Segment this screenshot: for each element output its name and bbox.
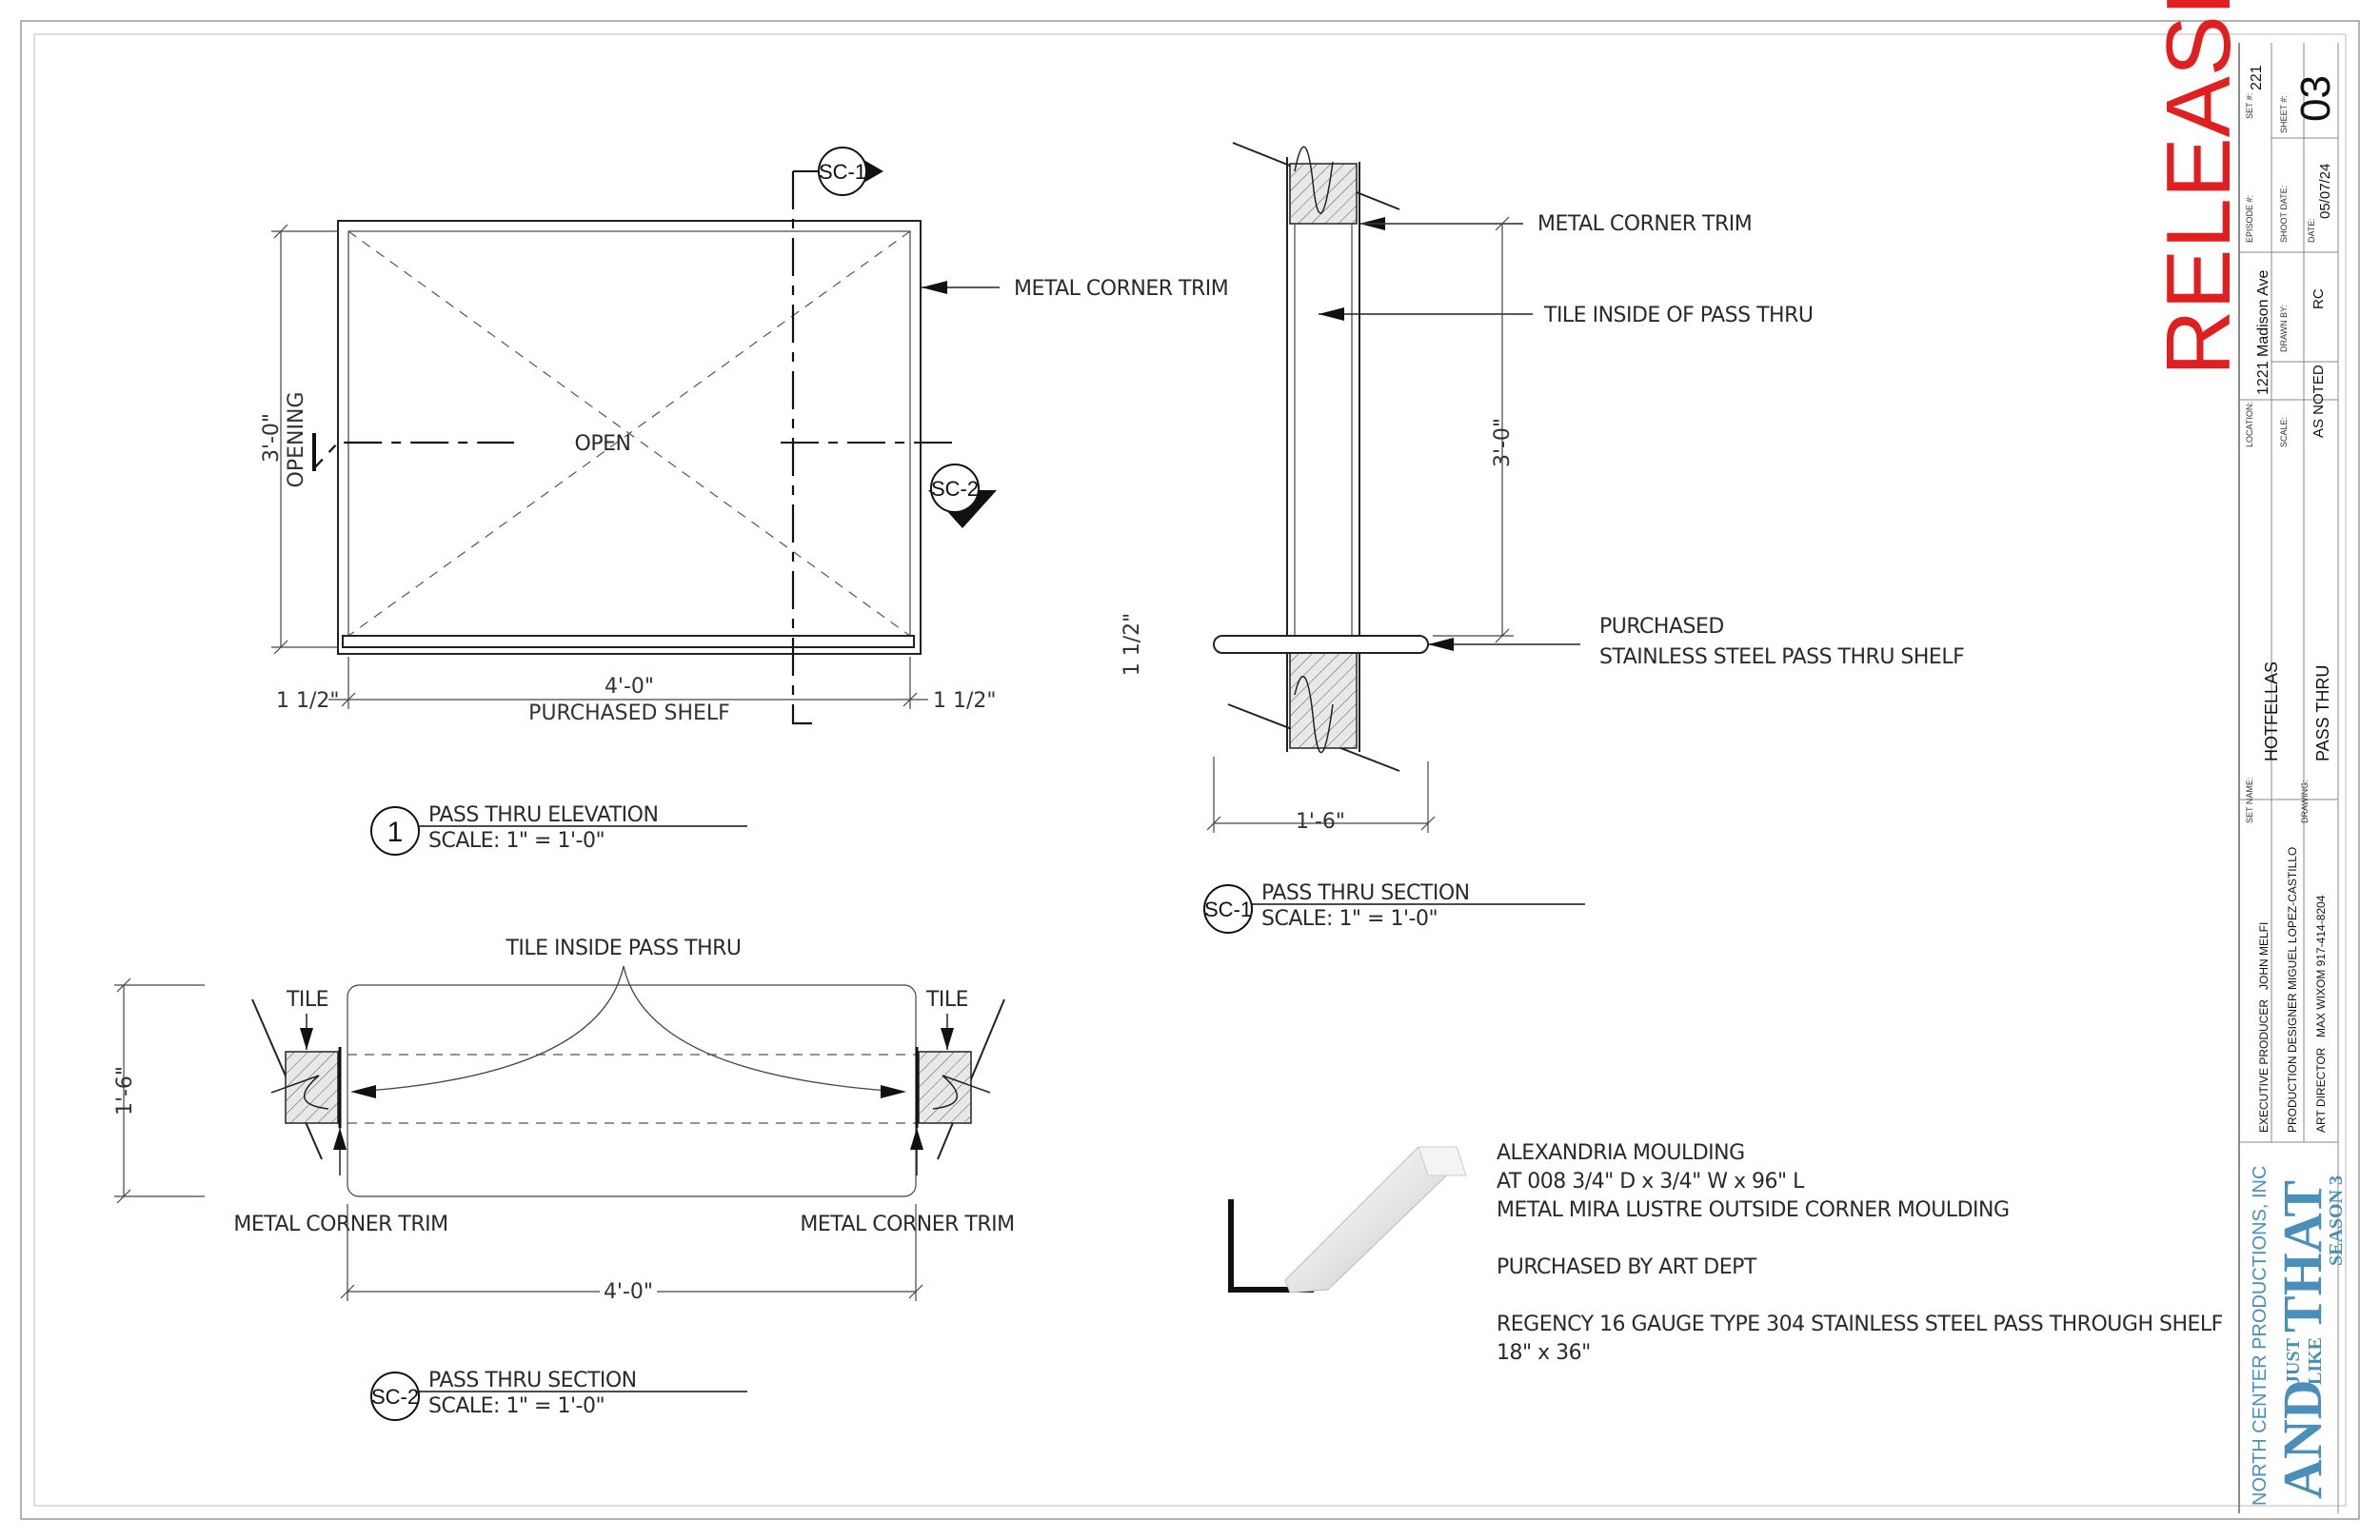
sc2-depth-dim: 1'-6" <box>113 1066 137 1116</box>
svg-text:SCALE:: SCALE: <box>2279 417 2289 447</box>
note-line-2: AT 008 3/4" D x 3/4" W x 96" L <box>1497 1170 1805 1194</box>
drawn-by-value: RC <box>2311 288 2327 309</box>
svg-text:MAX WIXOM 917-414-8204: MAX WIXOM 917-414-8204 <box>2314 895 2328 1037</box>
sc1-marker[interactable]: SC-1 <box>818 147 883 196</box>
title-block: RELEASE SET #: 221 SHEET #: 03 EPISODE #… <box>2148 0 2347 1513</box>
moulding-detail <box>1228 1146 1467 1293</box>
svg-text:SHOOT DATE:: SHOOT DATE: <box>2279 186 2289 243</box>
sc1-height-dim: 3'-0" <box>1491 418 1515 467</box>
pass-thru-elevation: OPEN SC-1 SC-2 METAL CORNER TRIM 3'-0" <box>260 147 1229 856</box>
release-stamp: RELEASE <box>2148 0 2250 376</box>
trim-arrow <box>922 281 947 294</box>
company-name: NORTH CENTER PRODUCTIONS, INC <box>2250 1166 2271 1506</box>
svg-text:ART DIRECTOR: ART DIRECTOR <box>2314 1047 2328 1133</box>
svg-text:JOHN MELFI: JOHN MELFI <box>2257 922 2271 990</box>
sc1-shelf-label-2: STAINLESS STEEL PASS THRU SHELF <box>1599 645 1964 669</box>
pass-thru-section-sc2: TILE INSIDE PASS THRU TILE TILE METAL CO… <box>113 937 1015 1421</box>
svg-text:SC-1: SC-1 <box>1204 898 1252 921</box>
svg-text:SCALE: 1" = 1'-0": SCALE: 1" = 1'-0" <box>1261 907 1438 931</box>
svg-text:LIKE: LIKE <box>2305 1337 2326 1385</box>
set-name-value: HOTFELLAS <box>2262 661 2281 761</box>
height-sub: OPENING <box>285 392 308 488</box>
diagonal-b <box>347 230 911 637</box>
note-line-3: METAL MIRA LUSTRE OUTSIDE CORNER MOULDIN… <box>1497 1198 2010 1222</box>
elevation-outer-frame <box>337 220 922 655</box>
inner-border <box>33 33 2347 1507</box>
sc1-width-dim: 1'-6" <box>1296 810 1345 834</box>
note-line-5: REGENCY 16 GAUGE TYPE 304 STAINLESS STEE… <box>1497 1313 2223 1336</box>
elevation-caption: 1 PASS THRU ELEVATION SCALE: 1" = 1'-0" <box>370 803 747 856</box>
sc1-trim-label: METAL CORNER TRIM <box>1537 212 1752 236</box>
scale-value: AS NOTED <box>2311 365 2327 438</box>
sc2-trim-right: METAL CORNER TRIM <box>800 1213 1014 1236</box>
note-line-4: PURCHASED BY ART DEPT <box>1497 1255 1757 1279</box>
width-sub: PURCHASED SHELF <box>528 701 730 725</box>
sc2-right-hatch <box>918 1051 972 1124</box>
sc2-tile-left: TILE <box>286 988 328 1012</box>
note-line-6: 18" x 36" <box>1497 1341 1591 1365</box>
drawing-value: PASS THRU <box>2313 665 2332 761</box>
sc2-marker[interactable]: SC-2 <box>928 464 997 528</box>
svg-text:AND: AND <box>2271 1379 2333 1499</box>
left-offset: 1 1/2" <box>276 689 340 713</box>
sc2-tile-right: TILE <box>925 988 968 1012</box>
note-line-1: ALEXANDRIA MOULDING <box>1497 1141 1745 1165</box>
set-number: 221 <box>2249 65 2265 90</box>
pass-thru-section-sc1: METAL CORNER TRIM TILE INSIDE OF PASS TH… <box>1121 142 1965 934</box>
sc2-width-dim: 4'-0" <box>604 1280 653 1304</box>
sc2-tile-inside-label: TILE INSIDE PASS THRU <box>505 937 741 960</box>
outer-border <box>20 20 2360 1520</box>
svg-text:DRAWING:: DRAWING: <box>2300 780 2310 823</box>
lower-wall-hatch <box>1289 652 1358 749</box>
sc2-caption: SC-2 PASS THRU SECTION SCALE: 1" = 1'-0" <box>370 1369 747 1421</box>
purchased-shelf <box>342 635 915 648</box>
sc2-left-hatch <box>285 1051 339 1124</box>
svg-text:SC-2: SC-2 <box>931 477 979 501</box>
height-dim: 3'-0" <box>260 413 284 463</box>
svg-text:SC-2: SC-2 <box>371 1385 419 1409</box>
sc1-caption: SC-1 PASS THRU SECTION SCALE: 1" = 1'-0" <box>1203 881 1585 934</box>
svg-text:LOCATION:: LOCATION: <box>2245 402 2254 447</box>
right-offset: 1 1/2" <box>933 689 997 713</box>
open-label: OPEN <box>575 432 631 456</box>
svg-text:EPISODE #:: EPISODE #: <box>2245 195 2254 243</box>
svg-text:SET NAME:: SET NAME: <box>2245 778 2254 823</box>
sc1-shelf-thk: 1 1/2" <box>1121 613 1144 677</box>
moulding-profile-icon <box>1228 1199 1314 1293</box>
sc2-cut-line <box>312 441 514 471</box>
svg-text:SCALE: 1" = 1'-0": SCALE: 1" = 1'-0" <box>428 829 605 853</box>
sc1-shelf-label-1: PURCHASED <box>1599 615 1724 639</box>
svg-text:SET #:: SET #: <box>2245 93 2254 119</box>
trim-label: METAL CORNER TRIM <box>1014 277 1228 301</box>
sheet-number: 03 <box>2292 75 2339 122</box>
location-value: 1221 Madison Ave <box>2255 270 2271 395</box>
show-logo: NORTH CENTER PRODUCTIONS, INC AND JUST L… <box>2250 1166 2347 1506</box>
sc2-opening <box>347 984 917 1197</box>
svg-text:SHEET #:: SHEET #: <box>2279 95 2289 133</box>
svg-text:DRAWN BY:: DRAWN BY: <box>2279 305 2289 352</box>
svg-text:SC-1: SC-1 <box>819 160 866 184</box>
svg-text:THAT: THAT <box>2271 1180 2333 1333</box>
svg-text:PASS THRU SECTION: PASS THRU SECTION <box>428 1369 637 1392</box>
svg-text:EXECUTIVE PRODUCER: EXECUTIVE PRODUCER <box>2257 999 2271 1133</box>
sc1-tile-label: TILE INSIDE OF PASS THRU <box>1543 304 1813 327</box>
sc1-cut-line <box>791 171 819 725</box>
svg-text:DATE:: DATE: <box>2307 218 2316 243</box>
width-dim: 4'-0" <box>605 675 654 699</box>
notes-block: ALEXANDRIA MOULDING AT 008 3/4" D x 3/4"… <box>1497 1141 2223 1365</box>
svg-text:PASS THRU SECTION: PASS THRU SECTION <box>1261 881 1470 905</box>
date-value: 05/07/24 <box>2317 164 2333 219</box>
svg-text:JUST: JUST <box>2283 1337 2304 1385</box>
sc2-trim-left: METAL CORNER TRIM <box>233 1213 447 1236</box>
svg-text:MIGUEL LOPEZ-CASTILLO: MIGUEL LOPEZ-CASTILLO <box>2286 847 2299 990</box>
svg-text:1: 1 <box>387 817 404 848</box>
svg-text:PRODUCTION DESIGNER: PRODUCTION DESIGNER <box>2286 993 2299 1133</box>
svg-text:PASS THRU ELEVATION: PASS THRU ELEVATION <box>428 803 658 827</box>
svg-text:SCALE: 1" = 1'-0": SCALE: 1" = 1'-0" <box>428 1394 605 1418</box>
sc1-shelf <box>1213 635 1429 654</box>
upper-wall-hatch <box>1289 163 1358 225</box>
svg-text:SEASON 3: SEASON 3 <box>2326 1175 2347 1266</box>
